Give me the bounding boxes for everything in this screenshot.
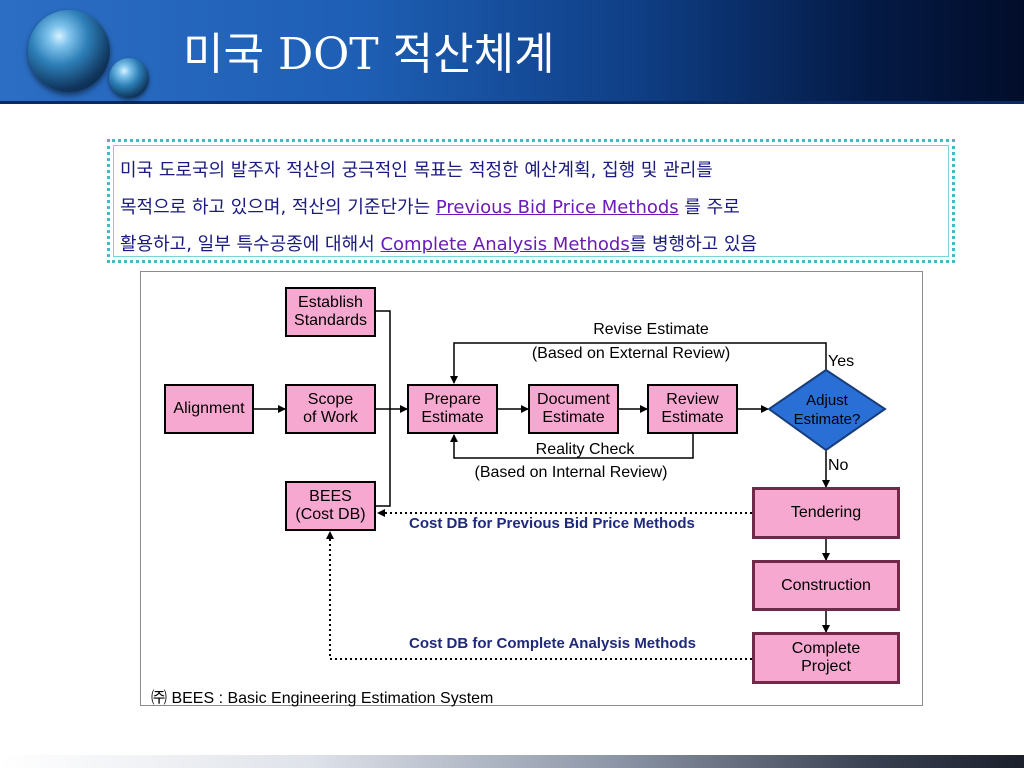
- scope-line-2: of Work: [303, 409, 358, 426]
- intro-line-3-post: 를 병행하고 있음: [629, 234, 758, 255]
- dotted-complete-bees: [326, 531, 752, 660]
- title-banner-edge: [0, 101, 1024, 104]
- globe-decoration-small: [109, 58, 149, 98]
- previous-bid-link[interactable]: Previous Bid Price Methods: [435, 197, 679, 218]
- document-line-1: Document: [537, 391, 610, 408]
- scope-line-1: Scope: [307, 391, 354, 408]
- bees-footnote: ㈜ BEES : Basic Engineering Estimation Sy…: [151, 690, 494, 707]
- adjust-line-2: Estimate?: [793, 411, 861, 428]
- slide-title: 미국 DOT 적산체계: [183, 29, 555, 80]
- intro-line-3: 활용하고, 일부 특수공종에 대해서 Complete Analysis Met…: [120, 230, 757, 256]
- establish-line-2: Standards: [294, 312, 367, 329]
- title-banner: [0, 0, 1024, 101]
- construction-box: Construction: [752, 560, 900, 611]
- intro-line-1-text: 미국 도로국의 발주자 적산의 궁극적인 목표는 적정한 예산계획, 집행 및 …: [120, 160, 713, 181]
- establish-line-1: Establish: [298, 294, 363, 311]
- no-label: No: [828, 457, 849, 474]
- prepare-line-2: Estimate: [421, 409, 484, 426]
- revise-loop: [450, 342, 827, 384]
- review-line-1: Review: [666, 391, 719, 408]
- cost-db-previous-label: Cost DB for Previous Bid Price Methods: [409, 515, 695, 532]
- alignment-box: Alignment: [164, 384, 254, 434]
- intro-textbox: 미국 도로국의 발주자 적산의 궁극적인 목표는 적정한 예산계획, 집행 및 …: [107, 139, 955, 263]
- bees-cost-db-box: BEES(Cost DB): [285, 481, 376, 531]
- review-line-2: Estimate: [661, 409, 724, 426]
- external-review-label: (Based on External Review): [531, 345, 731, 362]
- adjust-line-1: Adjust: [806, 392, 848, 409]
- tendering-box: Tendering: [752, 487, 900, 539]
- reality-check-loop: [450, 433, 694, 459]
- bees-line-2: (Cost DB): [295, 506, 366, 523]
- revise-estimate-label: Revise Estimate: [593, 321, 709, 338]
- reality-check-label: Reality Check: [535, 441, 635, 458]
- intro-inner-border: [113, 145, 949, 257]
- complete-line-2: Project: [801, 658, 851, 675]
- adjust-decision-diamond: [767, 368, 887, 452]
- intro-line-2-pre: 목적으로 하고 있으며, 적산의 기준단가는: [120, 197, 436, 218]
- yes-label: Yes: [828, 353, 855, 370]
- tendering-label: Tendering: [790, 504, 862, 521]
- prepare-line-1: Prepare: [424, 391, 481, 408]
- complete-line-1: Complete: [791, 640, 861, 657]
- construction-label: Construction: [781, 576, 871, 594]
- bees-line-1: BEES: [309, 488, 352, 505]
- intro-line-3-pre: 활용하고, 일부 특수공종에 대해서: [120, 234, 381, 255]
- intro-line-2-post: 를 주로: [678, 197, 740, 218]
- alignment-label: Alignment: [173, 400, 245, 417]
- intro-line-1: 미국 도로국의 발주자 적산의 궁극적인 목표는 적정한 예산계획, 집행 및 …: [120, 156, 713, 182]
- cost-db-complete-label: Cost DB for Complete Analysis Methods: [409, 635, 696, 652]
- document-line-2: Estimate: [542, 409, 605, 426]
- internal-review-label: (Based on Internal Review): [474, 464, 668, 481]
- globe-decoration-large: [28, 10, 110, 92]
- intro-line-2: 목적으로 하고 있으며, 적산의 기준단가는 Previous Bid Pric…: [120, 193, 740, 219]
- complete-analysis-link[interactable]: Complete Analysis Methods: [380, 234, 630, 255]
- footer-gradient-bar: [0, 755, 1024, 768]
